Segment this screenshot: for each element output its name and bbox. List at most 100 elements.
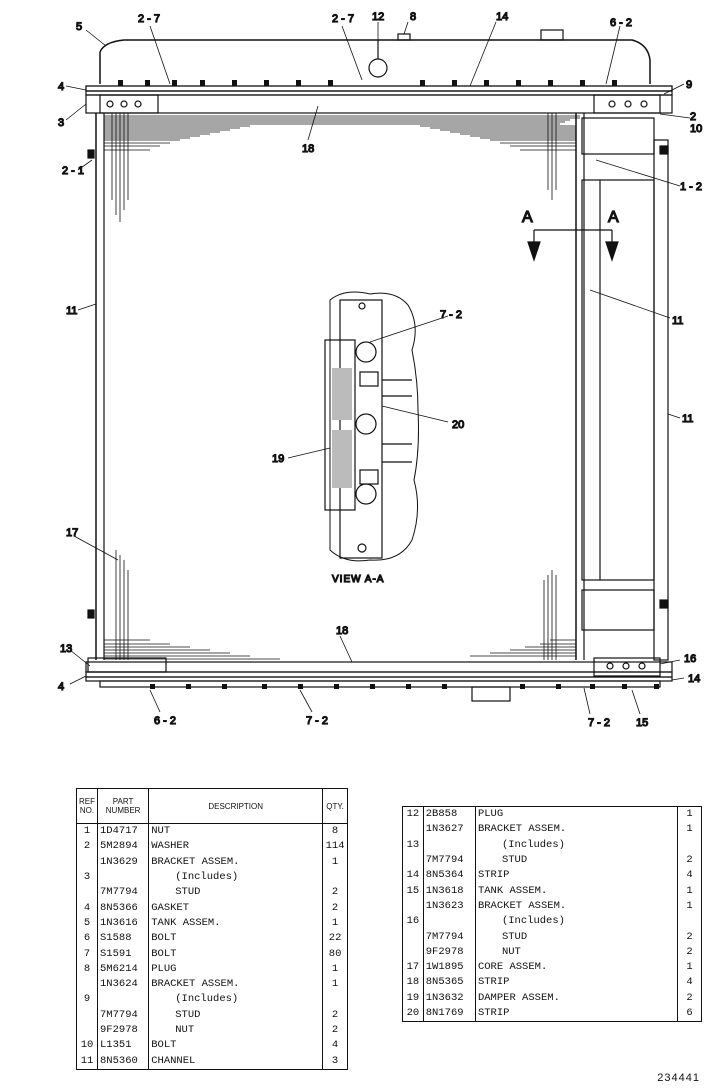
cell-description: NUT <box>148 1022 324 1039</box>
section-letter-left: A <box>522 209 533 226</box>
cell-description: STUD <box>148 1007 324 1023</box>
section-letter-right: A <box>608 209 619 226</box>
callout-7-2-bottom-right: 7 - 2 <box>588 717 610 729</box>
cell-quantity: 114 <box>325 840 345 853</box>
bottom-strip <box>85 671 673 678</box>
cell-description: NUT <box>148 823 324 840</box>
callout-18-top: 18 <box>302 143 314 155</box>
cell-part-number <box>97 992 150 1008</box>
cell-description: NUT <box>475 944 679 960</box>
bottom-left-bracket <box>87 657 167 673</box>
callout-11-left: 11 <box>66 305 77 317</box>
cell-description: (Includes) <box>475 914 679 930</box>
cell-part-number: 9F2978 <box>97 1022 150 1039</box>
cell-description: BOLT <box>148 1038 324 1054</box>
cell-ref-no: 13 <box>402 837 424 853</box>
cell-description: (Includes) <box>148 992 324 1008</box>
cell-description: BOLT <box>148 946 324 962</box>
callout-1-2: 1 - 2 <box>680 181 702 193</box>
cell-quantity: 2 <box>331 1024 339 1036</box>
callout-14-bottom: 14 <box>688 673 700 685</box>
callout-14-top: 14 <box>496 11 508 23</box>
cell-quantity <box>678 838 702 853</box>
cell-part-number: 1N3618 <box>423 883 476 899</box>
callout-2-7b: 2 - 7 <box>332 13 354 25</box>
cell-description: TANK ASSEM. <box>148 915 324 932</box>
cell-quantity: 2 <box>686 854 693 867</box>
top-left-bracket <box>99 94 159 114</box>
cell-part-number: 1N3632 <box>423 990 476 1006</box>
cell-quantity: 8 <box>331 825 339 838</box>
cell-ref-no: 15 <box>402 883 424 899</box>
callout-18-bottom: 18 <box>336 625 348 637</box>
table-row: 9 (Includes) <box>76 992 348 1008</box>
cell-quantity: 2 <box>686 991 693 1004</box>
cell-part-number: 1W1895 <box>423 959 476 976</box>
top-right-bracket <box>593 94 661 114</box>
cell-part-number: 7M7794 <box>97 1007 150 1023</box>
cell-ref-no: 5 <box>76 915 98 932</box>
callout-2-7a: 2 - 7 <box>138 13 160 25</box>
cell-ref-no: 1 <box>76 823 98 840</box>
section-arrows <box>527 229 619 262</box>
drawing-number: 234441 <box>657 1072 700 1084</box>
cell-ref-no: 4 <box>76 900 98 916</box>
cell-ref-no: 20 <box>402 1005 424 1022</box>
cell-description: BRACKET ASSEM. <box>475 898 679 915</box>
callout-4-top: 4 <box>58 81 64 93</box>
core-fins-top <box>104 115 580 151</box>
cell-description: GASKET <box>148 900 324 916</box>
cell-quantity: 4 <box>686 869 693 882</box>
cell-ref-no: 8 <box>76 961 98 977</box>
cell-part-number: S1588 <box>97 931 150 947</box>
cell-part-number: 1N3624 <box>97 976 150 993</box>
cell-quantity: 1 <box>686 899 693 912</box>
cell-quantity: 3 <box>331 1054 339 1067</box>
callout-9: 9 <box>686 79 692 91</box>
header-description: DESCRIPTION <box>148 788 324 824</box>
cell-ref-no: 14 <box>402 868 424 884</box>
callout-13: 13 <box>60 643 72 655</box>
cell-quantity: 1 <box>686 823 693 836</box>
cell-quantity: 2 <box>686 945 693 958</box>
table-row: 13(Includes) <box>402 837 702 853</box>
cell-quantity: 1 <box>686 884 693 897</box>
cell-description: STUD <box>475 852 679 869</box>
cell-part-number: 8N5360 <box>97 1053 150 1070</box>
cell-description: STRIP <box>475 868 679 884</box>
cell-quantity: 4 <box>686 976 693 989</box>
callout-7-2-bottom: 7 - 2 <box>306 715 328 727</box>
bottom-right-bracket <box>593 657 661 677</box>
cell-description: STUD <box>148 885 324 901</box>
cell-ref-no: 9 <box>76 992 98 1008</box>
callout-16: 16 <box>684 653 696 665</box>
cell-ref-no <box>402 898 424 915</box>
top-tank <box>99 39 651 84</box>
cell-description: WASHER <box>148 839 324 855</box>
view-label: VIEW A-A <box>332 574 384 585</box>
cell-ref-no <box>76 976 98 993</box>
cell-part-number: 9F2978 <box>423 944 476 960</box>
callout-11-right: 11 <box>682 413 693 425</box>
cell-description: BRACKET ASSEM. <box>148 976 324 993</box>
drain-plug-top <box>368 58 388 78</box>
cell-description: STUD <box>475 929 679 945</box>
cell-quantity: 2 <box>686 930 693 943</box>
top-tank-bolts <box>118 80 617 86</box>
callout-6-2-bottom: 6 - 2 <box>154 715 176 727</box>
cell-ref-no: 6 <box>76 931 98 947</box>
cell-ref-no: 16 <box>402 914 424 930</box>
cell-quantity: 1 <box>686 808 693 821</box>
cell-part-number: 8N5366 <box>97 900 150 916</box>
